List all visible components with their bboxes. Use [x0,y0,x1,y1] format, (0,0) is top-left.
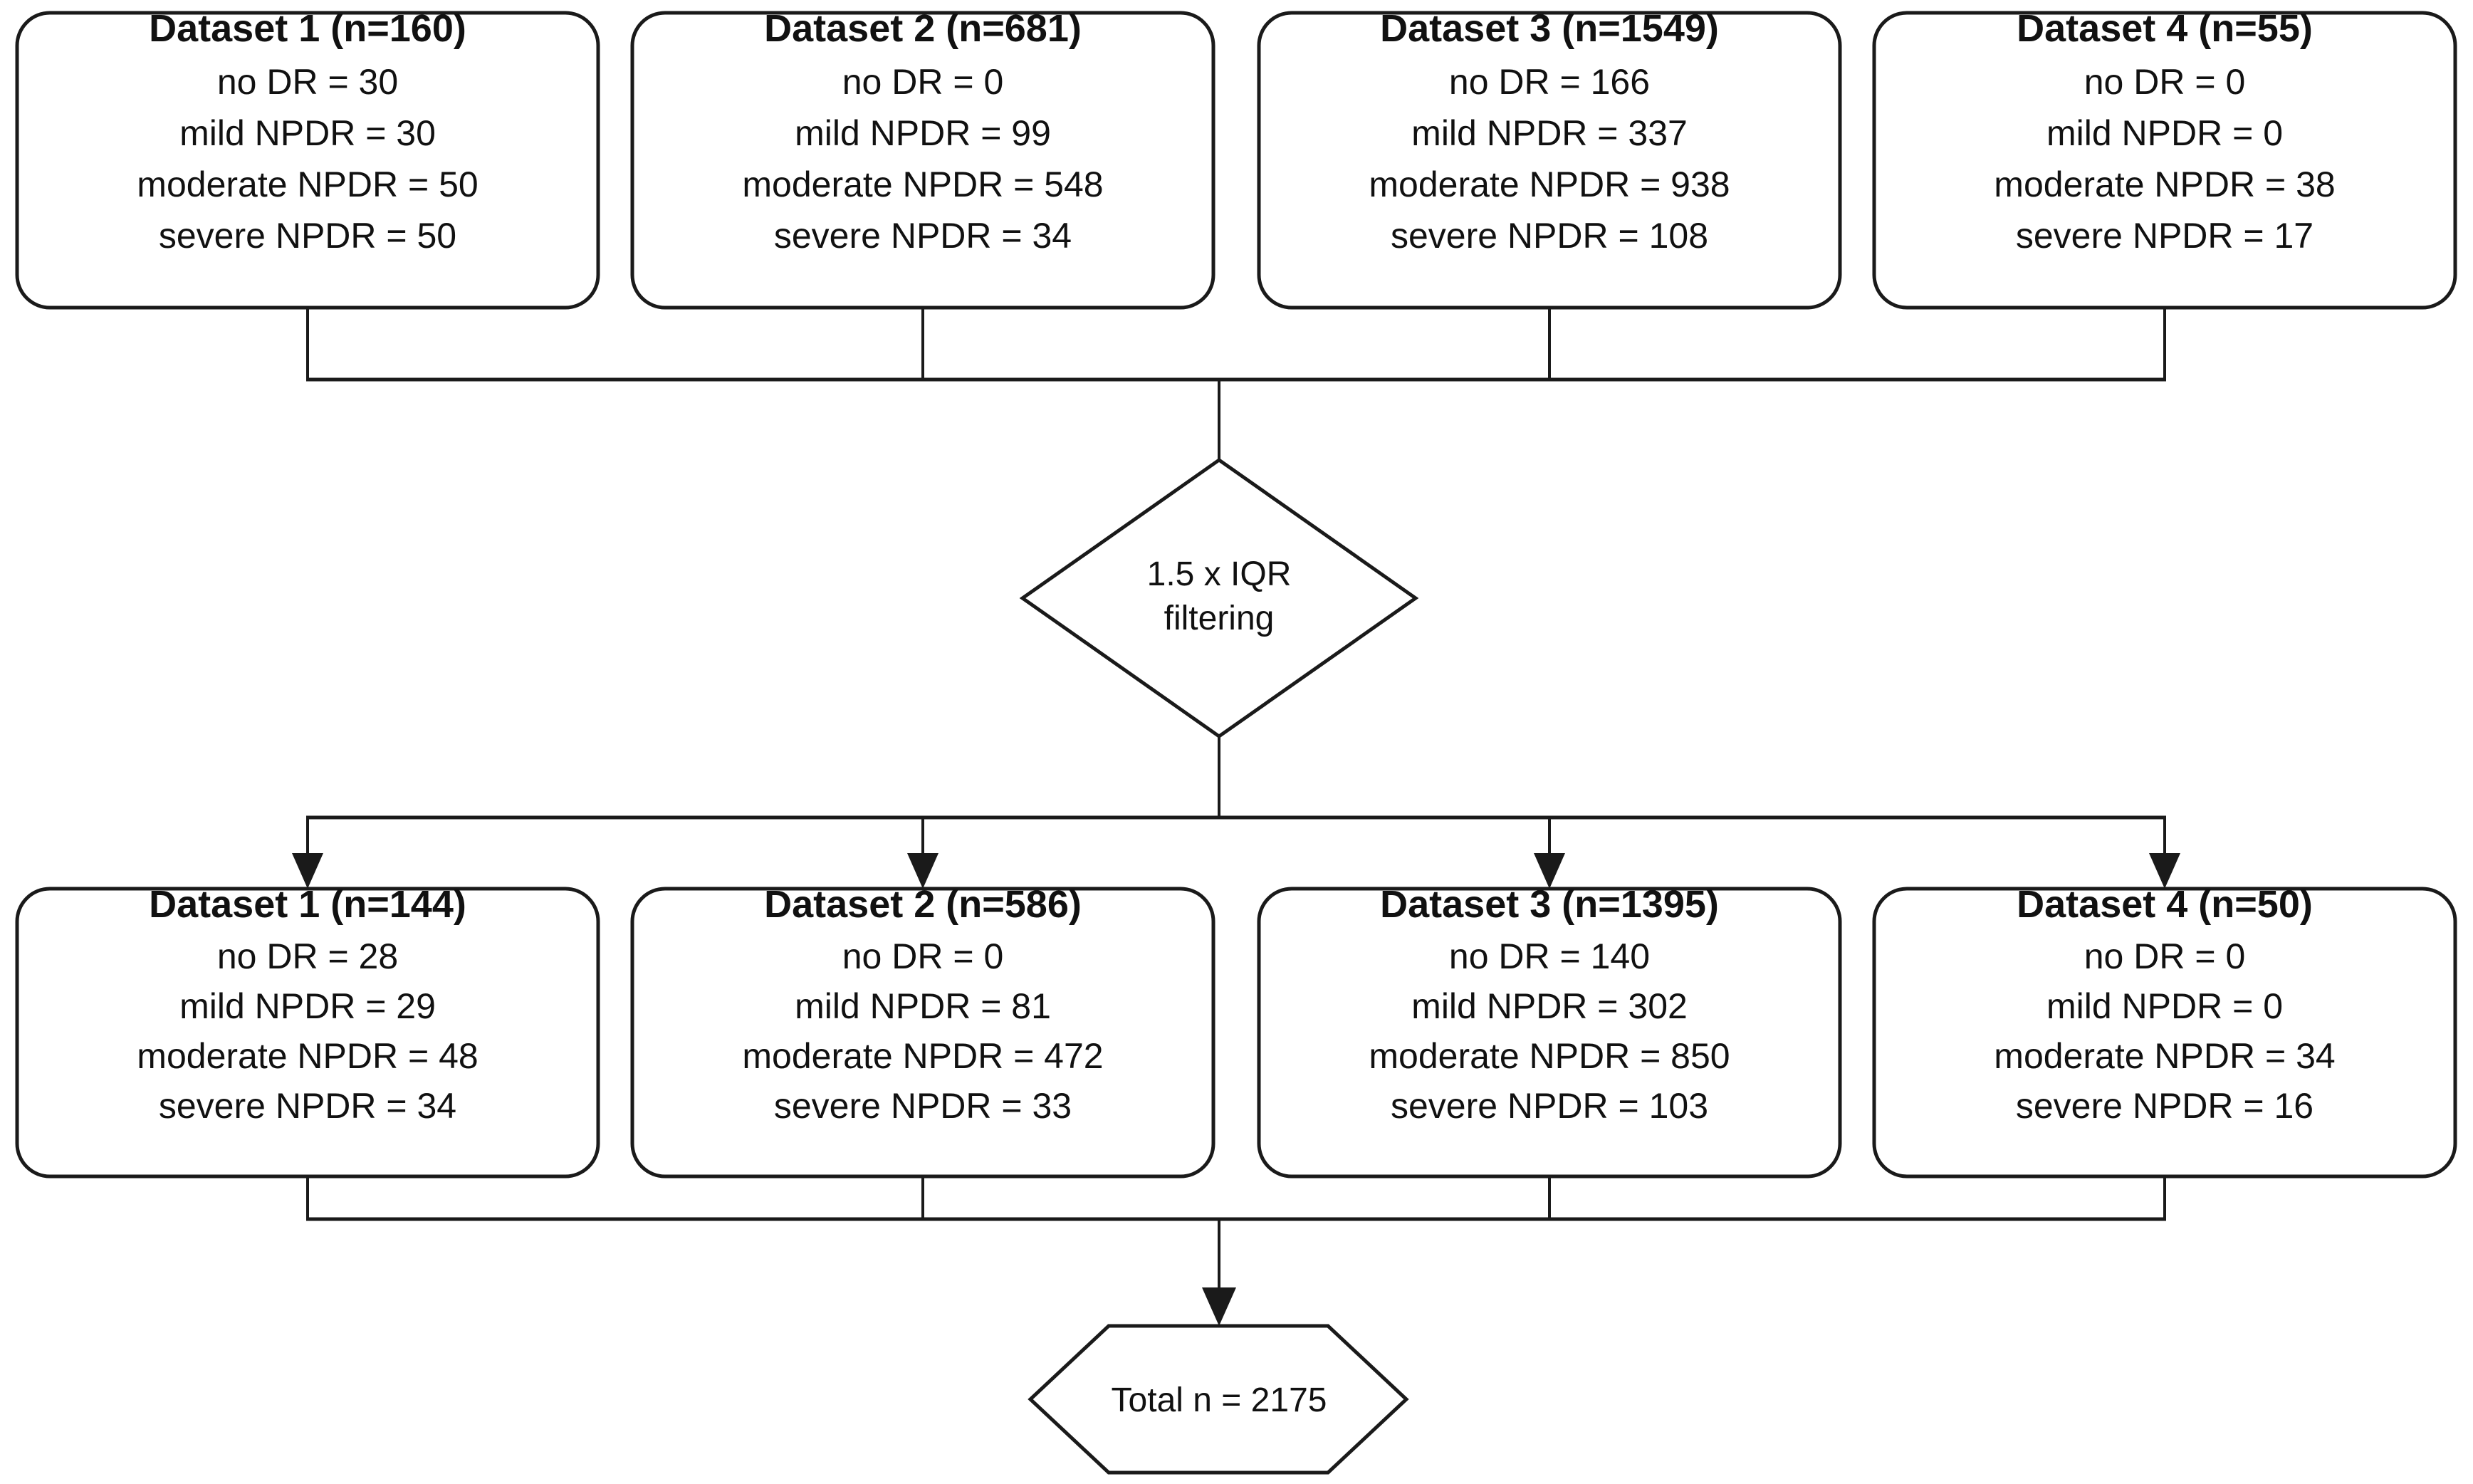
node-line-moderate: moderate NPDR = 48 [137,1036,478,1076]
node-line-severe: severe NPDR = 103 [1391,1086,1708,1126]
node-dataset2-after[interactable]: Dataset 2 (n=586) no DR = 0 mild NPDR = … [630,883,1215,1179]
node-line-moderate: moderate NPDR = 548 [742,164,1103,204]
node-box[interactable] [1257,11,1842,310]
terminal-label: Total n = 2175 [1112,1381,1327,1419]
node-line-moderate: moderate NPDR = 850 [1369,1036,1730,1076]
node-box[interactable] [1872,11,2457,310]
node-dataset2-before[interactable]: Dataset 2 (n=681) no DR = 0 mild NPDR = … [630,7,1215,310]
arrowhead-to-dataset2-after [907,853,939,889]
node-line-severe: severe NPDR = 108 [1391,216,1708,256]
arrowhead-to-dataset4-after [2149,853,2180,889]
terminal-hexagon[interactable] [1028,1324,1409,1475]
node-dataset4-before[interactable]: Dataset 4 (n=55) no DR = 0 mild NPDR = 0… [1872,7,2457,310]
node-line-mild: mild NPDR = 81 [795,986,1051,1026]
node-line-mild: mild NPDR = 302 [1411,986,1688,1026]
node-dataset4-after[interactable]: Dataset 4 (n=50) no DR = 0 mild NPDR = 0… [1872,883,2457,1179]
node-line-mild: mild NPDR = 30 [179,113,436,153]
merge-connector-top [306,308,2166,460]
bottom-row-group: Dataset 1 (n=144) no DR = 28 mild NPDR =… [15,883,2457,1179]
node-dataset3-before[interactable]: Dataset 3 (n=1549) no DR = 166 mild NPDR… [1257,7,1842,310]
node-total[interactable]: Total n = 2175 [1028,1324,1409,1475]
split-connector-bottom [292,736,2180,889]
node-title: Dataset 3 (n=1395) [1380,883,1719,926]
node-dataset1-before[interactable]: Dataset 1 (n=160) no DR = 30 mild NPDR =… [15,7,600,310]
node-line-no-dr: no DR = 166 [1449,62,1650,102]
node-title: Dataset 2 (n=681) [764,7,1082,50]
node-line-mild: mild NPDR = 0 [2046,113,2283,153]
node-box[interactable] [1872,887,2457,1179]
node-title: Dataset 4 (n=55) [2017,7,2313,50]
node-line-no-dr: no DR = 0 [842,936,1004,976]
node-iqr-filtering-decision[interactable]: 1.5 x IQR filtering [1019,457,1419,739]
node-line-moderate: moderate NPDR = 50 [137,164,478,204]
node-line-moderate: moderate NPDR = 938 [1369,164,1730,204]
arrowhead-to-dataset1-after [292,853,323,889]
node-line-moderate: moderate NPDR = 34 [1994,1036,2335,1076]
node-line-no-dr: no DR = 140 [1449,936,1650,976]
node-line-mild: mild NPDR = 337 [1411,113,1688,153]
arrowhead-to-total [1202,1287,1236,1326]
node-line-moderate: moderate NPDR = 472 [742,1036,1103,1076]
decision-label-line1: 1.5 x IQR [1147,555,1292,593]
node-line-severe: severe NPDR = 33 [774,1086,1072,1126]
node-line-no-dr: no DR = 28 [217,936,398,976]
node-title: Dataset 3 (n=1549) [1380,7,1719,50]
node-dataset1-after[interactable]: Dataset 1 (n=144) no DR = 28 mild NPDR =… [15,883,600,1179]
node-title: Dataset 2 (n=586) [764,883,1082,926]
node-line-severe: severe NPDR = 16 [2016,1086,2313,1126]
top-row-group: Dataset 1 (n=160) no DR = 30 mild NPDR =… [15,7,2457,310]
node-line-mild: mild NPDR = 0 [2046,986,2283,1026]
node-box[interactable] [630,11,1215,310]
node-line-no-dr: no DR = 30 [217,62,398,102]
node-line-mild: mild NPDR = 29 [179,986,436,1026]
node-dataset3-after[interactable]: Dataset 3 (n=1395) no DR = 140 mild NPDR… [1257,883,1842,1179]
node-box[interactable] [630,887,1215,1179]
node-box[interactable] [15,887,600,1179]
merge-connector-total [306,1176,2166,1326]
node-line-no-dr: no DR = 0 [2084,936,2246,976]
arrowhead-to-dataset3-after [1534,853,1565,889]
node-line-moderate: moderate NPDR = 38 [1994,164,2335,204]
node-title: Dataset 1 (n=160) [149,7,466,50]
node-title: Dataset 4 (n=50) [2017,883,2313,926]
node-box[interactable] [1257,887,1842,1179]
node-title: Dataset 1 (n=144) [149,883,466,926]
node-line-severe: severe NPDR = 34 [774,216,1072,256]
node-line-no-dr: no DR = 0 [842,62,1004,102]
node-line-mild: mild NPDR = 99 [795,113,1051,153]
node-box[interactable] [15,11,600,310]
decision-diamond[interactable] [1019,457,1419,739]
node-line-no-dr: no DR = 0 [2084,62,2246,102]
node-line-severe: severe NPDR = 34 [159,1086,456,1126]
decision-label-line2: filtering [1164,600,1275,637]
node-line-severe: severe NPDR = 50 [159,216,456,256]
node-line-severe: severe NPDR = 17 [2016,216,2313,256]
